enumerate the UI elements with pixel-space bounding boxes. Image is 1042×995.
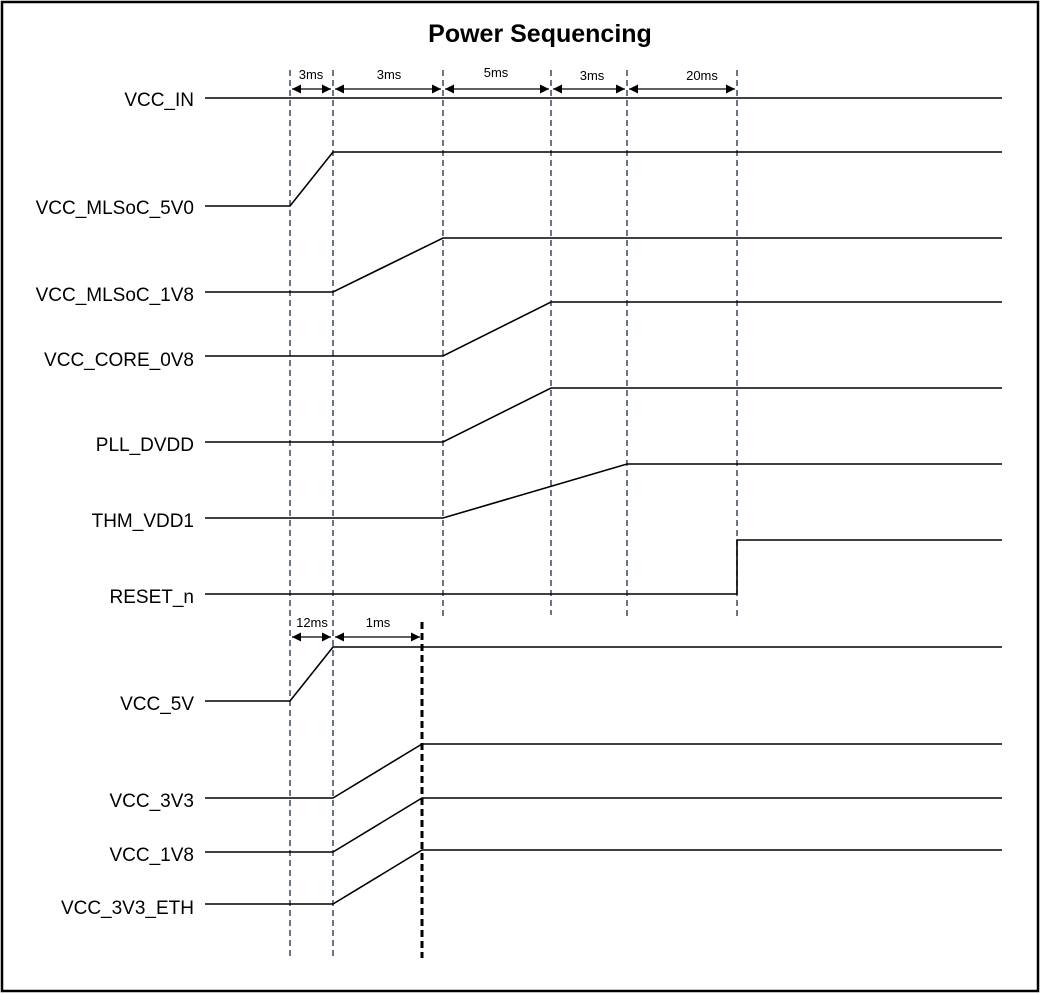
- waveform-vcc-5v: [205, 646, 1002, 702]
- bottom-interval-label-2: 1ms: [366, 615, 391, 630]
- bottom-interval-label-1: 12ms: [296, 615, 328, 630]
- signal-label-vcc-in: VCC_IN: [124, 90, 194, 111]
- top-interval-arrows: 3ms 3ms 5ms 3ms 20ms: [292, 65, 735, 94]
- interval-label-3: 5ms: [484, 65, 509, 80]
- waveform-vcc-1v8: [205, 797, 1002, 853]
- signal-label-vcc-1v8: VCC_1V8: [110, 845, 195, 866]
- waveform-vcc-core-0v8: [205, 301, 1002, 357]
- waveform-vcc-mlsoc-1v8: [205, 237, 1002, 293]
- signal-label-vcc-core-0v8: VCC_CORE_0V8: [44, 350, 194, 371]
- signal-label-vcc-mlsoc-5v0: VCC_MLSoC_5V0: [36, 198, 194, 219]
- interval-label-5: 20ms: [686, 68, 718, 83]
- signal-label-vcc-3v3-eth: VCC_3V3_ETH: [61, 898, 194, 919]
- signal-labels: VCC_IN VCC_MLSoC_5V0 VCC_MLSoC_1V8 VCC_C…: [36, 90, 195, 919]
- signal-label-pll-dvdd: PLL_DVDD: [96, 435, 194, 456]
- signal-label-thm-vdd1: THM_VDD1: [92, 511, 194, 532]
- signal-label-vcc-5v: VCC_5V: [120, 694, 194, 715]
- waveform-reset-n: [205, 539, 1002, 595]
- diagram-title: Power Sequencing: [428, 20, 652, 48]
- interval-label-4: 3ms: [580, 68, 605, 83]
- waveform-pll-dvdd: [205, 387, 1002, 443]
- signal-label-vcc-3v3: VCC_3V3: [110, 791, 195, 812]
- bottom-interval-arrows: 12ms 1ms: [292, 615, 420, 642]
- waveform-vcc-3v3: [205, 743, 1002, 799]
- waveform-thm-vdd1: [205, 463, 1002, 519]
- interval-label-1: 3ms: [299, 67, 324, 82]
- signal-waveforms: [205, 97, 1002, 905]
- timing-guides: [289, 70, 738, 960]
- signal-label-reset-n: RESET_n: [110, 587, 194, 608]
- waveform-vcc-mlsoc-5v0: [205, 151, 1002, 207]
- waveform-vcc-3v3-eth: [205, 849, 1002, 905]
- interval-label-2: 3ms: [377, 67, 402, 82]
- signal-label-vcc-mlsoc-1v8: VCC_MLSoC_1V8: [36, 285, 194, 306]
